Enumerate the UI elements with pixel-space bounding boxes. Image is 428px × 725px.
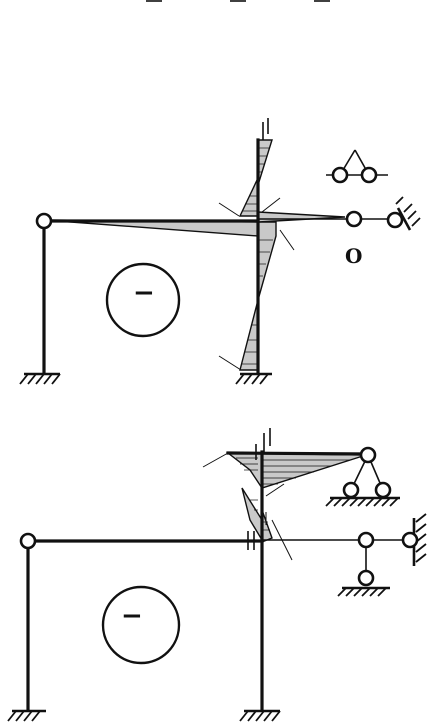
frame-b-hinge-wall <box>401 531 419 549</box>
frame-b-left-fixed-support <box>7 709 46 722</box>
frame-b-top-arm <box>226 451 368 456</box>
frame-a-ticks <box>218 118 295 371</box>
frame-b-hinge-right <box>357 531 375 549</box>
frame-a-hinge-right <box>345 210 363 228</box>
frame-a-right-fixed-support <box>235 372 272 385</box>
frame-b: − <box>7 428 427 722</box>
frame-b-right-fixed-support <box>239 709 281 722</box>
frame-a-node-label: O <box>345 244 362 268</box>
frame-a-hinge-wall <box>386 211 404 229</box>
frame-b-ticks <box>202 428 293 561</box>
frame-b-sign-circle <box>101 585 181 665</box>
frame-b-region-sign: − <box>121 601 143 631</box>
frame-b-hinge-base-right <box>374 481 392 499</box>
frame-b-hinge-left <box>19 532 37 550</box>
frame-b-hinge-base-left <box>342 481 360 499</box>
frame-b-pinned-support <box>337 586 390 597</box>
frame-a-region-sign: − <box>133 278 155 308</box>
frame-b-hinge-pin <box>357 569 375 587</box>
frame-b-hinge-top <box>359 446 377 464</box>
frame-a-hinge-left <box>35 212 53 230</box>
frame-b-hatching <box>236 457 350 531</box>
frame-a-moment-diagram <box>43 139 346 371</box>
frame-a-mechanism-sketch <box>326 149 388 184</box>
frame-a-sign-circle <box>105 262 181 338</box>
frame-a-hatching <box>242 147 273 365</box>
frame-a: O − <box>19 118 421 385</box>
frame-a-left-fixed-support <box>19 372 61 385</box>
frame-a-wall-support <box>395 196 421 231</box>
